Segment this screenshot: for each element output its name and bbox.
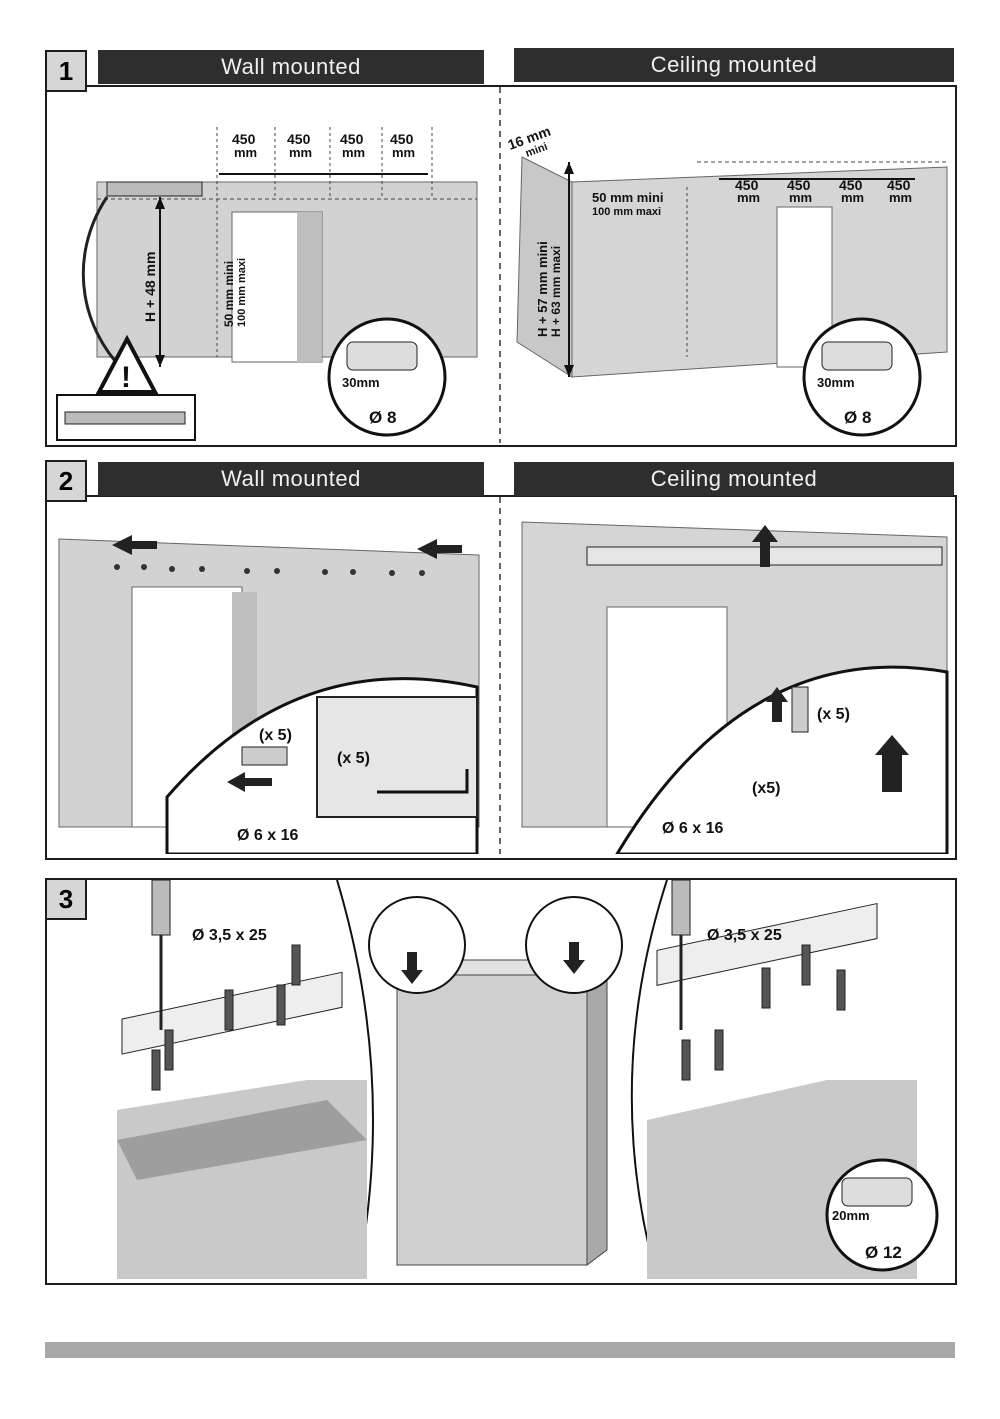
wall-spacing-1-unit: mm xyxy=(234,145,257,160)
step1-ceiling-title: Ceiling mounted xyxy=(514,48,954,82)
wall-drill-diameter: Ø 8 xyxy=(369,408,396,427)
arrow-up-icon-2 xyxy=(766,687,788,722)
arrow-left-icon-3 xyxy=(227,772,272,792)
footer-bar xyxy=(45,1342,955,1358)
arrow-down-icon-2 xyxy=(563,942,585,974)
top-bracket-callout-left xyxy=(368,896,466,994)
warning-icon xyxy=(95,334,159,394)
step1-number: 1 xyxy=(45,50,87,92)
arrow-up-icon xyxy=(752,525,778,567)
ceiling-spacing-2-unit: mm xyxy=(789,190,812,205)
ceiling-spacing-4-unit: mm xyxy=(889,190,912,205)
wall-spacing-3-unit: mm xyxy=(342,145,365,160)
rail-profile xyxy=(316,696,478,818)
door-panel xyxy=(396,974,588,1266)
ceiling-spacing-3-unit: mm xyxy=(841,190,864,205)
ceiling-spacing-1: 450 xyxy=(735,177,759,193)
level-tool xyxy=(106,181,203,197)
ceiling-screw-qty: (x5) xyxy=(752,780,780,797)
wall-drill-depth: 30mm xyxy=(342,375,380,390)
wall-spacing-2-unit: mm xyxy=(289,145,312,160)
right-rail xyxy=(656,902,878,986)
wall-spacing-1: 450 xyxy=(232,131,256,147)
wall-screw-size: Ø 6 x 16 xyxy=(237,827,298,844)
hex-key-icon xyxy=(377,769,469,794)
drill-icon xyxy=(346,341,418,371)
wall-height-label: H + 48 mm xyxy=(142,252,158,322)
wall-spacing-2: 450 xyxy=(287,131,311,147)
wall-offset-max: 100 mm maxi xyxy=(236,258,248,327)
step2-wall-title: Wall mounted xyxy=(98,462,484,496)
right-drill-diameter: Ø 12 xyxy=(865,1243,902,1262)
ceiling-anchor-icon xyxy=(791,686,809,733)
arrow-left-icon-2 xyxy=(417,539,462,559)
wall-spacing-4: 450 xyxy=(390,131,414,147)
ceiling-spacing-1-unit: mm xyxy=(737,190,760,205)
screwdriver-icon xyxy=(151,880,171,936)
ceiling-spacing-2: 450 xyxy=(787,177,811,193)
step2-number: 2 xyxy=(45,460,87,502)
wall-screw-qty: (x 5) xyxy=(337,750,370,767)
step2-illustration: (x 5) (x 5) Ø 6 x 16 (x 5) (x5) Ø 6 x 16 xyxy=(58,497,949,854)
wall-anchor-qty: (x 5) xyxy=(259,727,292,744)
ceiling-height-max: H + 63 mm maxi xyxy=(549,246,563,337)
ceiling-drill-depth: 30mm xyxy=(817,375,855,390)
step1-illustration: 450 mm 450 mm 450 mm 450 mm H + 48 mm 50… xyxy=(56,87,948,443)
arrow-up-icon-3 xyxy=(875,735,909,792)
left-screw-size: Ø 3,5 x 25 xyxy=(192,927,267,944)
ceiling-height-min: H + 57 mm mini xyxy=(535,241,550,337)
right-screw-size: Ø 3,5 x 25 xyxy=(707,927,782,944)
right-drill-depth: 20mm xyxy=(832,1208,870,1223)
ceiling-spacing-3: 450 xyxy=(839,177,863,193)
wall-anchor-icon xyxy=(241,746,288,766)
wall-offset-min: 50 mm mini xyxy=(222,261,236,327)
arrow-down-icon xyxy=(401,952,423,984)
step3-number: 3 xyxy=(45,878,87,920)
svg-text:!: ! xyxy=(121,361,131,394)
step2-ceiling-title: Ceiling mounted xyxy=(514,462,954,496)
step1-wall-title: Wall mounted xyxy=(98,50,484,84)
ceiling-offset-min: 50 mm mini xyxy=(592,190,664,205)
step3-illustration: Ø 3,5 x 25 Ø 3,5 x 25 20mm Ø 12 xyxy=(117,880,939,1279)
ceiling-drill-diameter: Ø 8 xyxy=(844,408,871,427)
ceiling-offset-max: 100 mm maxi xyxy=(592,206,661,218)
ceiling-anchor-qty: (x 5) xyxy=(817,706,850,723)
ceiling-screw-size: Ø 6 x 16 xyxy=(662,820,723,837)
wall-spacing-3: 450 xyxy=(340,131,364,147)
ceiling-spacing-4: 450 xyxy=(887,177,911,193)
arrow-left-icon xyxy=(112,535,157,555)
wall-spacing-4-unit: mm xyxy=(392,145,415,160)
